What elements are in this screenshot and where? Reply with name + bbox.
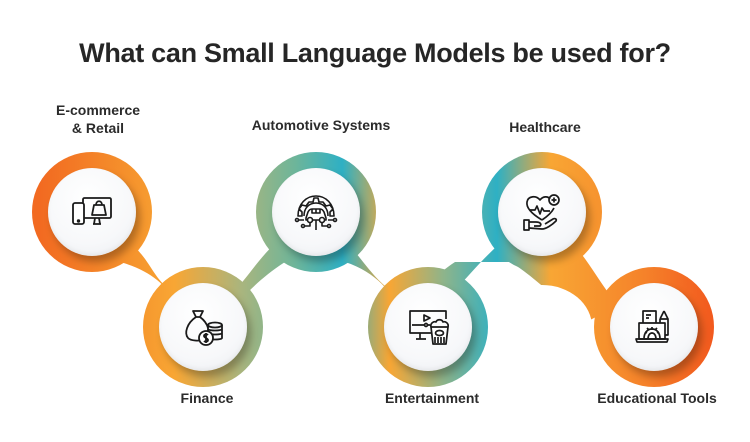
node-automotive bbox=[272, 168, 360, 256]
money-bag-coins-icon bbox=[185, 310, 223, 346]
node-entertainment bbox=[384, 283, 472, 371]
label-entertainment: Entertainment bbox=[384, 390, 480, 406]
monitor-popcorn-icon bbox=[409, 310, 449, 345]
car-gear-circuit-icon bbox=[294, 195, 338, 230]
node-healthcare bbox=[498, 168, 586, 256]
label-automotive: Automotive Systems bbox=[251, 117, 391, 133]
node-ecommerce bbox=[48, 168, 136, 256]
page-title: What can Small Language Models be used f… bbox=[79, 38, 671, 68]
node-finance bbox=[159, 283, 247, 371]
label-education: Educational Tools bbox=[597, 390, 717, 406]
laptop-gear-pencil-icon bbox=[635, 310, 669, 343]
label-finance: Finance bbox=[180, 390, 234, 406]
label-healthcare: Healthcare bbox=[509, 119, 581, 135]
node-education bbox=[610, 283, 698, 371]
ecommerce-devices-icon bbox=[72, 197, 112, 225]
heart-hand-icon bbox=[523, 194, 560, 231]
label-ecommerce: E-commerce & Retail bbox=[55, 102, 141, 136]
